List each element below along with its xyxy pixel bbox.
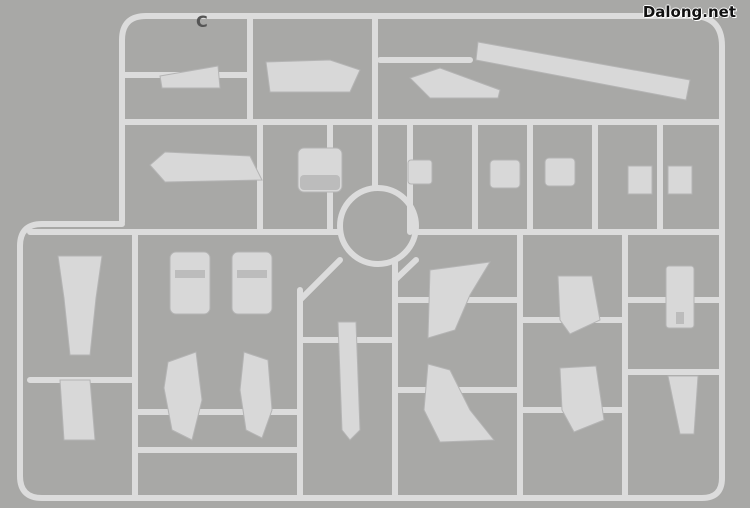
sprue-letter: C <box>196 12 208 31</box>
watermark: Dalong.net <box>642 3 736 21</box>
kit-parts <box>57 41 699 443</box>
part-shading <box>175 175 684 324</box>
